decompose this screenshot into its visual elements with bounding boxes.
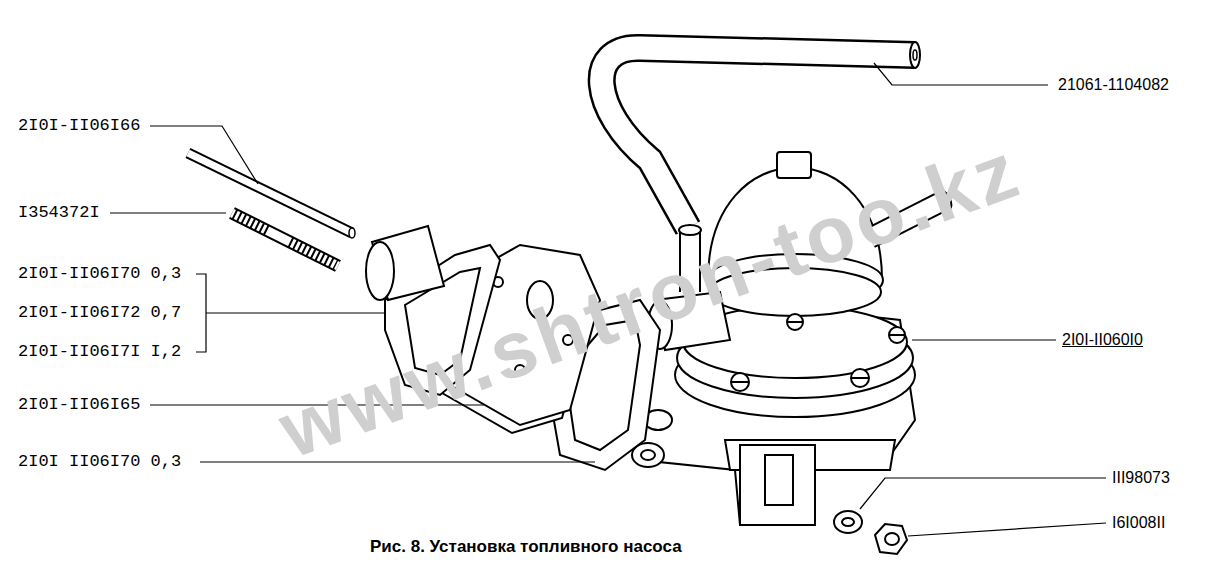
- part-number: III98073: [1112, 468, 1170, 488]
- fuel-pump: [732, 322, 904, 382]
- fuel-pump: [740, 445, 815, 525]
- leader-lines: [200, 461, 595, 462]
- push-rod: [188, 153, 352, 233]
- part-number: 2I0I-II06I65: [18, 395, 140, 415]
- leader-lines: [912, 339, 1056, 340]
- washer: [842, 518, 854, 526]
- stud: [234, 214, 268, 231]
- spacer-boss: [366, 242, 394, 300]
- part-number: I354372I: [18, 203, 100, 223]
- nut: [875, 524, 907, 554]
- spacer-boss: [366, 226, 444, 300]
- part-number: 2I0I-II06I7I I,2: [18, 342, 181, 362]
- part-number: 2I0I-II06I66: [18, 116, 140, 136]
- nut: [875, 524, 907, 554]
- leader-lines: [110, 63, 1106, 536]
- leader-lines: [206, 312, 386, 313]
- washer: [834, 511, 862, 533]
- leader-lines: [196, 274, 206, 352]
- stud: [290, 242, 336, 265]
- push-rod: [188, 153, 352, 233]
- part-number: 2I0I-II06I72 0,7: [18, 303, 181, 323]
- leader-lines: [874, 63, 1048, 85]
- leader-lines: [860, 478, 1106, 509]
- push-rod: [349, 228, 355, 238]
- leader-lines: [908, 523, 1106, 536]
- part-number: 21061-1104082: [1058, 75, 1169, 95]
- figure-caption: Рис. 8. Установка топливного насоса: [370, 537, 682, 557]
- assembly-number: 2I0I-II060I0: [1062, 330, 1143, 350]
- fuel-pump: [765, 455, 793, 505]
- push-rod: [188, 153, 355, 238]
- nut: [885, 533, 899, 545]
- part-number: I6I008II: [1112, 513, 1165, 533]
- part-number: 2I0I II06I70 0,3: [18, 452, 181, 472]
- leader-lines: [110, 212, 226, 213]
- washer: [834, 511, 862, 533]
- fuel-pump: [777, 152, 811, 178]
- fuel-pump: [641, 450, 655, 460]
- part-number: 2I0I-II06I70 0,3: [18, 264, 181, 284]
- fuel-hose: [913, 50, 917, 60]
- fuel-hose: [910, 42, 920, 68]
- leader-lines: [150, 126, 258, 184]
